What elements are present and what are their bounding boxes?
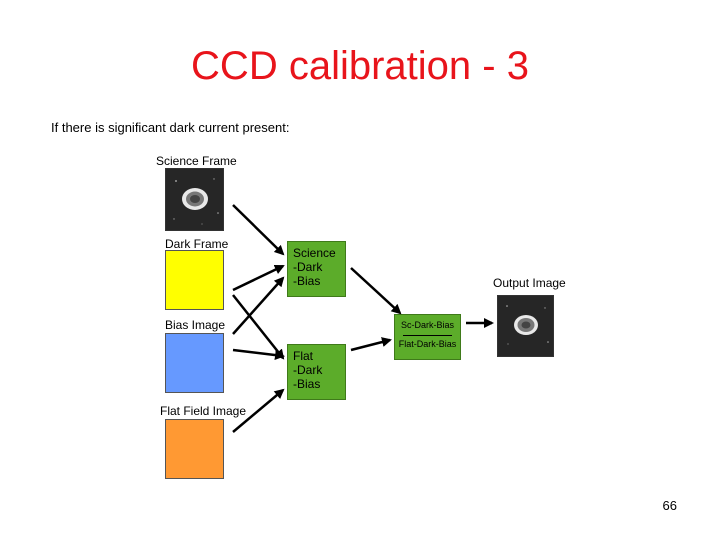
intro-text: If there is significant dark current pre…: [51, 120, 290, 135]
bias-image-label: Bias Image: [165, 318, 226, 332]
science-frame-label: Science Frame: [156, 154, 237, 168]
arrow-science-box-to-result: [350, 267, 402, 315]
flat-field-label: Flat Field Image: [160, 404, 247, 418]
fraction-bar: [403, 335, 452, 336]
arrow-dark-to-flat-box: [232, 294, 285, 360]
output-image: [497, 295, 554, 357]
slide-title: CCD calibration - 3: [191, 44, 529, 88]
science-box-line-3: -Bias: [293, 274, 321, 288]
bias-image-swatch: [165, 333, 224, 393]
flat-field-swatch: [165, 419, 224, 479]
arrow-flat-box-to-result: [350, 337, 392, 352]
dark-frame-swatch: [165, 250, 224, 310]
arrow-dark-to-science-box: [232, 264, 285, 292]
science-box-line-2: -Dark: [293, 260, 323, 274]
flat-box-line-3: -Bias: [293, 377, 321, 391]
flat-dark-bias-box: Flat -Dark -Bias: [287, 344, 346, 400]
fraction-denominator: Flat-Dark-Bias: [398, 339, 457, 349]
nebula-image: [166, 169, 223, 230]
arrow-science-to-box: [232, 204, 285, 256]
flat-box-line-2: -Dark: [293, 363, 323, 377]
arrow-bias-to-science-box: [232, 276, 285, 335]
flat-box-line-1: Flat: [293, 349, 314, 363]
output-image-label: Output Image: [493, 276, 566, 290]
dark-frame-label: Dark Frame: [165, 237, 229, 251]
nebula-output-image: [498, 296, 553, 356]
page-number: 66: [662, 498, 677, 513]
science-dark-bias-box: Science -Dark -Bias: [287, 241, 346, 297]
arrow-flat-field-to-flat-box: [232, 388, 285, 433]
science-box-line-1: Science: [293, 246, 336, 260]
result-fraction-box: Sc-Dark-Bias Flat-Dark-Bias: [394, 314, 461, 360]
arrow-bias-to-flat-box: [232, 348, 285, 361]
science-frame-image: [165, 168, 224, 231]
fraction-numerator: Sc-Dark-Bias: [400, 320, 454, 330]
